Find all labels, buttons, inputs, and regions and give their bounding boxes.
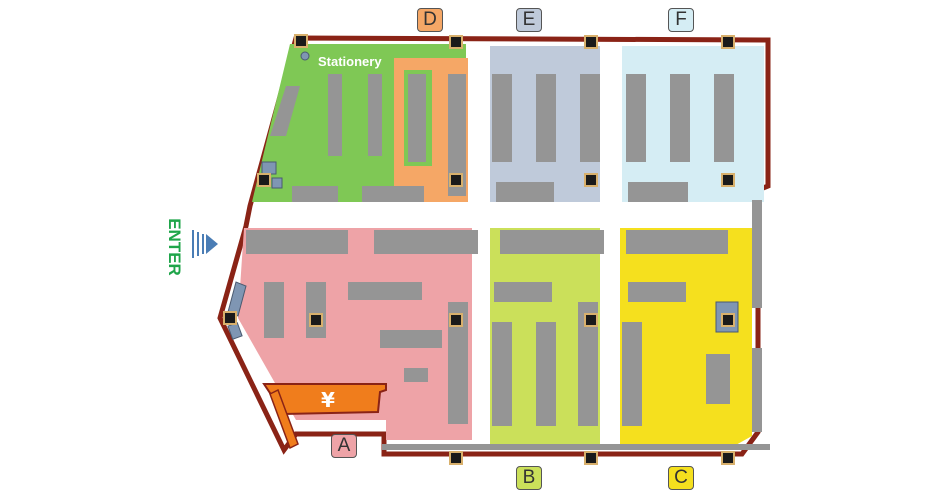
pillar-icon	[721, 173, 735, 187]
pillar-icon	[449, 313, 463, 327]
yen-icon: ¥	[321, 388, 335, 412]
pillars	[223, 34, 735, 465]
pillar-icon	[584, 451, 598, 465]
camera-icon	[300, 51, 310, 61]
section-badge-f: F	[668, 8, 694, 32]
pillar-icon	[721, 451, 735, 465]
pillar-icon	[721, 313, 735, 327]
section-badge-e: E	[516, 8, 542, 32]
pillar-icon	[584, 313, 598, 327]
pillar-icon	[449, 35, 463, 49]
entrance-label: ENTER	[159, 214, 189, 280]
pillar-icon	[449, 451, 463, 465]
pillar-icon	[449, 173, 463, 187]
stationery-label: Stationery	[318, 54, 382, 69]
pillar-icon	[257, 173, 271, 187]
pillar-icon	[223, 311, 237, 325]
cashier-side	[269, 388, 299, 450]
section-badge-d: D	[417, 8, 443, 32]
pillar-icon	[584, 173, 598, 187]
entrance-arrow-icon	[192, 230, 218, 258]
section-badge-b: B	[516, 466, 542, 490]
pillar-icon	[309, 313, 323, 327]
section-badge-c: C	[668, 466, 694, 490]
pillar-icon	[721, 35, 735, 49]
shelves	[246, 74, 770, 450]
pillar-icon	[294, 34, 308, 48]
entrance-text: ENTER	[165, 218, 184, 276]
pillar-icon	[584, 35, 598, 49]
section-badge-a: A	[331, 434, 357, 458]
